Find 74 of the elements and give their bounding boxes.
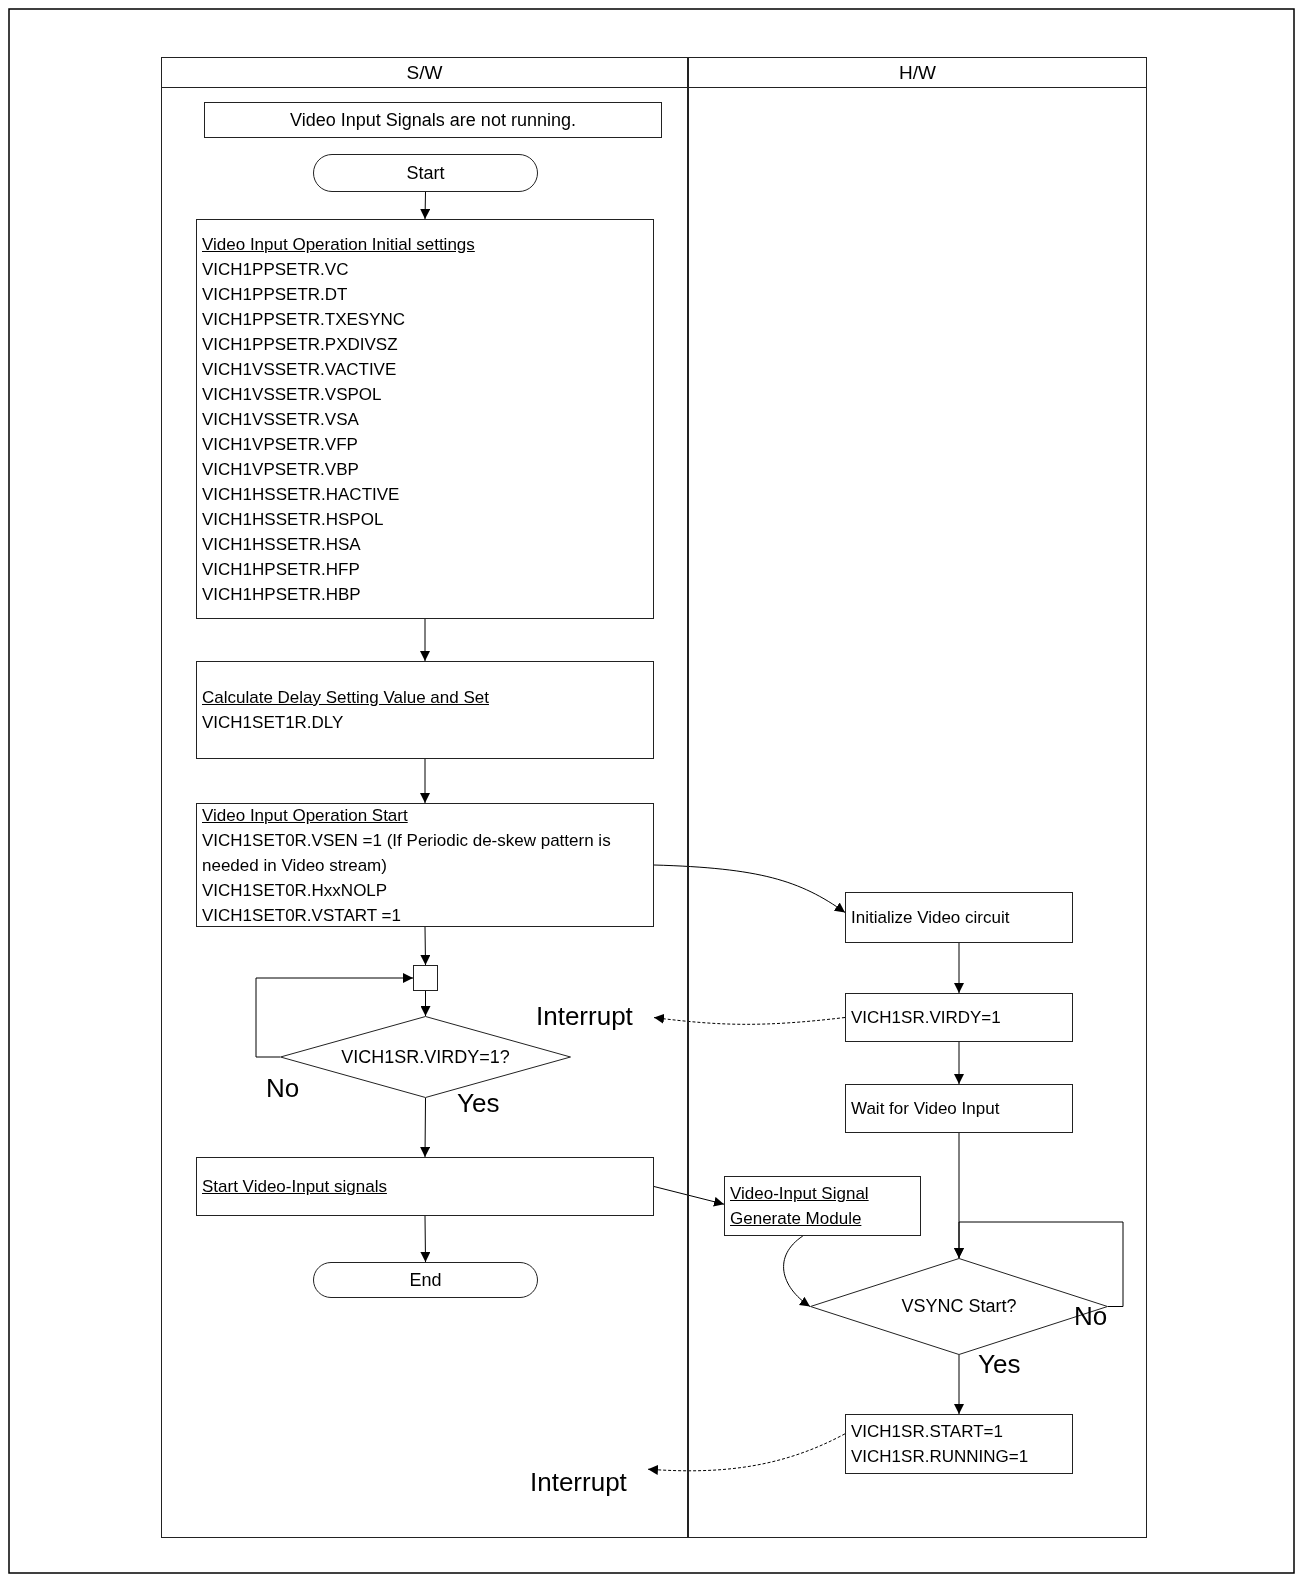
terminator bbox=[313, 154, 538, 192]
box-heading: Video Input Operation Initial settings bbox=[202, 233, 476, 256]
decision-diamond bbox=[810, 1258, 1108, 1355]
box-heading: Video-Input Signal Generate Module bbox=[730, 1183, 870, 1230]
swimlane bbox=[688, 57, 1147, 1538]
box-text: VICH1SET0R.VSTART =1 bbox=[202, 904, 402, 927]
box-text: VICH1VSSETR.VSA bbox=[202, 408, 360, 431]
arrow bbox=[420, 926, 431, 966]
arrow bbox=[954, 1221, 1124, 1307]
box-text: VICH1SET0R.HxxNOLP bbox=[202, 879, 389, 902]
box-text: Video Input Signals are not running. bbox=[290, 109, 576, 131]
box-text: VICH1HPSETR.HFP bbox=[202, 558, 361, 581]
decision-text: VICH1SR.VIRDY=1? bbox=[341, 1046, 510, 1068]
box-text: End bbox=[409, 1269, 442, 1291]
box-text: VICH1PPSETR.DT bbox=[202, 283, 349, 306]
arrow bbox=[420, 1215, 431, 1263]
process-box bbox=[196, 1157, 654, 1216]
box-text: VICH1PPSETR.PXDIVSZ bbox=[202, 333, 399, 356]
box-text: VICH1PPSETR.VC bbox=[202, 258, 350, 281]
lane-header: H/W bbox=[689, 58, 1146, 88]
box-text: VICH1SR.VIRDY=1 bbox=[851, 1007, 1002, 1029]
arrow bbox=[954, 942, 964, 994]
box-text: VICH1HPSETR.HBP bbox=[202, 583, 362, 606]
box-text: VICH1VSSETR.VSPOL bbox=[202, 383, 383, 406]
interrupt-label: Interrupt bbox=[536, 1000, 654, 1032]
lane-header: S/W bbox=[162, 58, 687, 88]
arrow bbox=[653, 864, 846, 913]
box-heading: Video Input Operation Start bbox=[202, 804, 409, 827]
process-box bbox=[845, 993, 1073, 1042]
note-box bbox=[204, 102, 662, 138]
arrow bbox=[420, 618, 430, 662]
box-text: VICH1HSSETR.HACTIVE bbox=[202, 483, 401, 506]
process-box bbox=[845, 1414, 1073, 1474]
arrow bbox=[420, 191, 431, 220]
box-text: VICH1SR.RUNNING=1 bbox=[851, 1446, 1030, 1468]
process-box bbox=[845, 1084, 1073, 1133]
junction-box bbox=[413, 965, 438, 991]
box-text: VICH1HSSETR.HSA bbox=[202, 533, 362, 556]
box-text: VICH1SET1R.DLY bbox=[202, 712, 345, 734]
dashed-arrow bbox=[653, 1013, 846, 1025]
process-box bbox=[196, 803, 654, 927]
box-text: Start bbox=[406, 162, 445, 184]
arrow bbox=[954, 1354, 964, 1415]
edge-label: No bbox=[266, 1072, 300, 1104]
process-box bbox=[196, 661, 654, 759]
arrow bbox=[420, 758, 430, 804]
box-heading: Start Video-Input signals bbox=[202, 1176, 388, 1198]
box-text: VICH1VPSETR.VBP bbox=[202, 458, 360, 481]
box-text: VICH1SET0R.VSEN =1 (If Periodic de-skew pattern is needed in Video stream) bbox=[202, 829, 612, 877]
edge-label: Yes bbox=[978, 1348, 1021, 1380]
arrow bbox=[653, 1186, 725, 1207]
process-box bbox=[845, 892, 1073, 943]
interrupt-label: Interrupt bbox=[530, 1466, 648, 1498]
terminator bbox=[313, 1262, 538, 1298]
arrow bbox=[255, 973, 414, 1058]
arrow bbox=[783, 1235, 811, 1307]
box-text: VICH1HSSETR.HSPOL bbox=[202, 508, 385, 531]
decision-text: VSYNC Start? bbox=[901, 1296, 1017, 1317]
box-heading: Calculate Delay Setting Value and Set bbox=[202, 687, 490, 709]
arrow bbox=[420, 1097, 431, 1158]
process-box bbox=[724, 1176, 921, 1236]
process-box bbox=[196, 219, 654, 619]
edge-label: No bbox=[1074, 1300, 1108, 1332]
box-text: VICH1VSSETR.VACTIVE bbox=[202, 358, 398, 381]
box-text: VICH1PPSETR.TXESYNC bbox=[202, 308, 407, 331]
box-text: Initialize Video circuit bbox=[851, 907, 1011, 929]
arrow bbox=[954, 1041, 964, 1085]
box-text: VICH1VPSETR.VFP bbox=[202, 433, 359, 456]
edge-label: Yes bbox=[457, 1087, 500, 1119]
swimlane bbox=[161, 57, 688, 1538]
box-text: Wait for Video Input bbox=[851, 1098, 1001, 1120]
dashed-arrow bbox=[647, 1433, 846, 1475]
box-text: VICH1SR.START=1 bbox=[851, 1421, 1004, 1443]
arrow bbox=[420, 990, 431, 1017]
